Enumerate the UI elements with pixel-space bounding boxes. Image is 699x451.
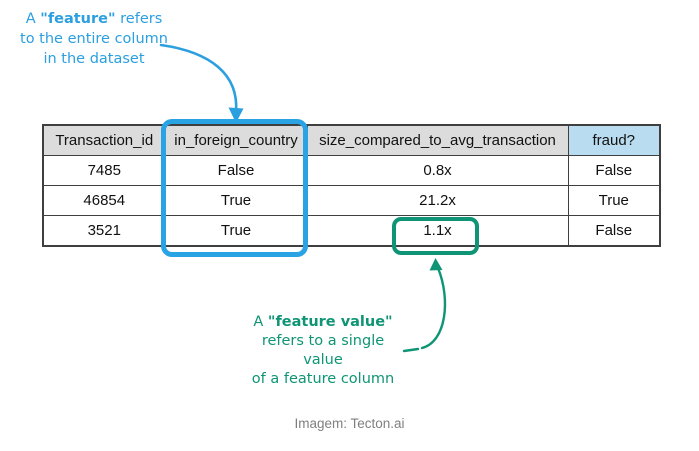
feature-annotation-line1-suffix: refers [115, 11, 163, 27]
cell-fraud: False [567, 215, 661, 247]
feature-value-annotation-line1: A "feature value" [240, 313, 406, 332]
cell-in-foreign-country: True [164, 185, 308, 216]
table-row: 3521 True 1.1x False [42, 215, 661, 247]
cell-transaction-id: 3521 [42, 215, 166, 247]
feature-value-annotation-term: "feature value" [267, 314, 393, 330]
image-credit: Imagem: Tecton.ai [294, 416, 405, 431]
feature-annotation-line1-prefix: A [25, 11, 41, 27]
table-row: 46854 True 21.2x True [42, 185, 661, 216]
feature-value-arrow [402, 258, 447, 353]
feature-annotation: A "feature" refers to the entire column … [10, 9, 178, 69]
feature-value-annotation-line2: refers to a single value [261, 333, 385, 368]
feature-value-highlight-box [392, 217, 479, 255]
feature-value-annotation-line3: of a feature column [251, 371, 395, 387]
cell-fraud: True [567, 185, 661, 216]
column-header-transaction-id: Transaction_id [42, 124, 166, 156]
cell-transaction-id: 46854 [42, 185, 166, 216]
column-header-in-foreign-country: in_foreign_country [164, 124, 308, 156]
feature-value-arrowhead-icon [429, 258, 443, 271]
cell-in-foreign-country: True [164, 215, 308, 247]
feature-annotation-line3: in the dataset [43, 51, 145, 67]
transactions-table: Transaction_id in_foreign_country size_c… [42, 124, 661, 247]
feature-column-highlight-box [161, 119, 308, 257]
cell-fraud: False [567, 155, 661, 186]
feature-annotation-line1: A "feature" refers [10, 9, 178, 29]
header-row: Transaction_id in_foreign_country size_c… [42, 124, 661, 156]
table-row: 7485 False 0.8x False [42, 155, 661, 186]
cell-size-compared: 0.8x [306, 155, 569, 186]
column-header-fraud: fraud? [567, 124, 661, 156]
cell-transaction-id: 7485 [42, 155, 166, 186]
column-header-size-compared: size_compared_to_avg_transaction [306, 124, 569, 156]
feature-annotation-term: "feature" [40, 11, 116, 27]
feature-value-annotation-line1-prefix: A [253, 314, 268, 330]
feature-annotation-line2: to the entire column [20, 31, 168, 47]
cell-size-compared: 21.2x [306, 185, 569, 216]
feature-value-annotation: A "feature value" refers to a single val… [240, 313, 406, 389]
